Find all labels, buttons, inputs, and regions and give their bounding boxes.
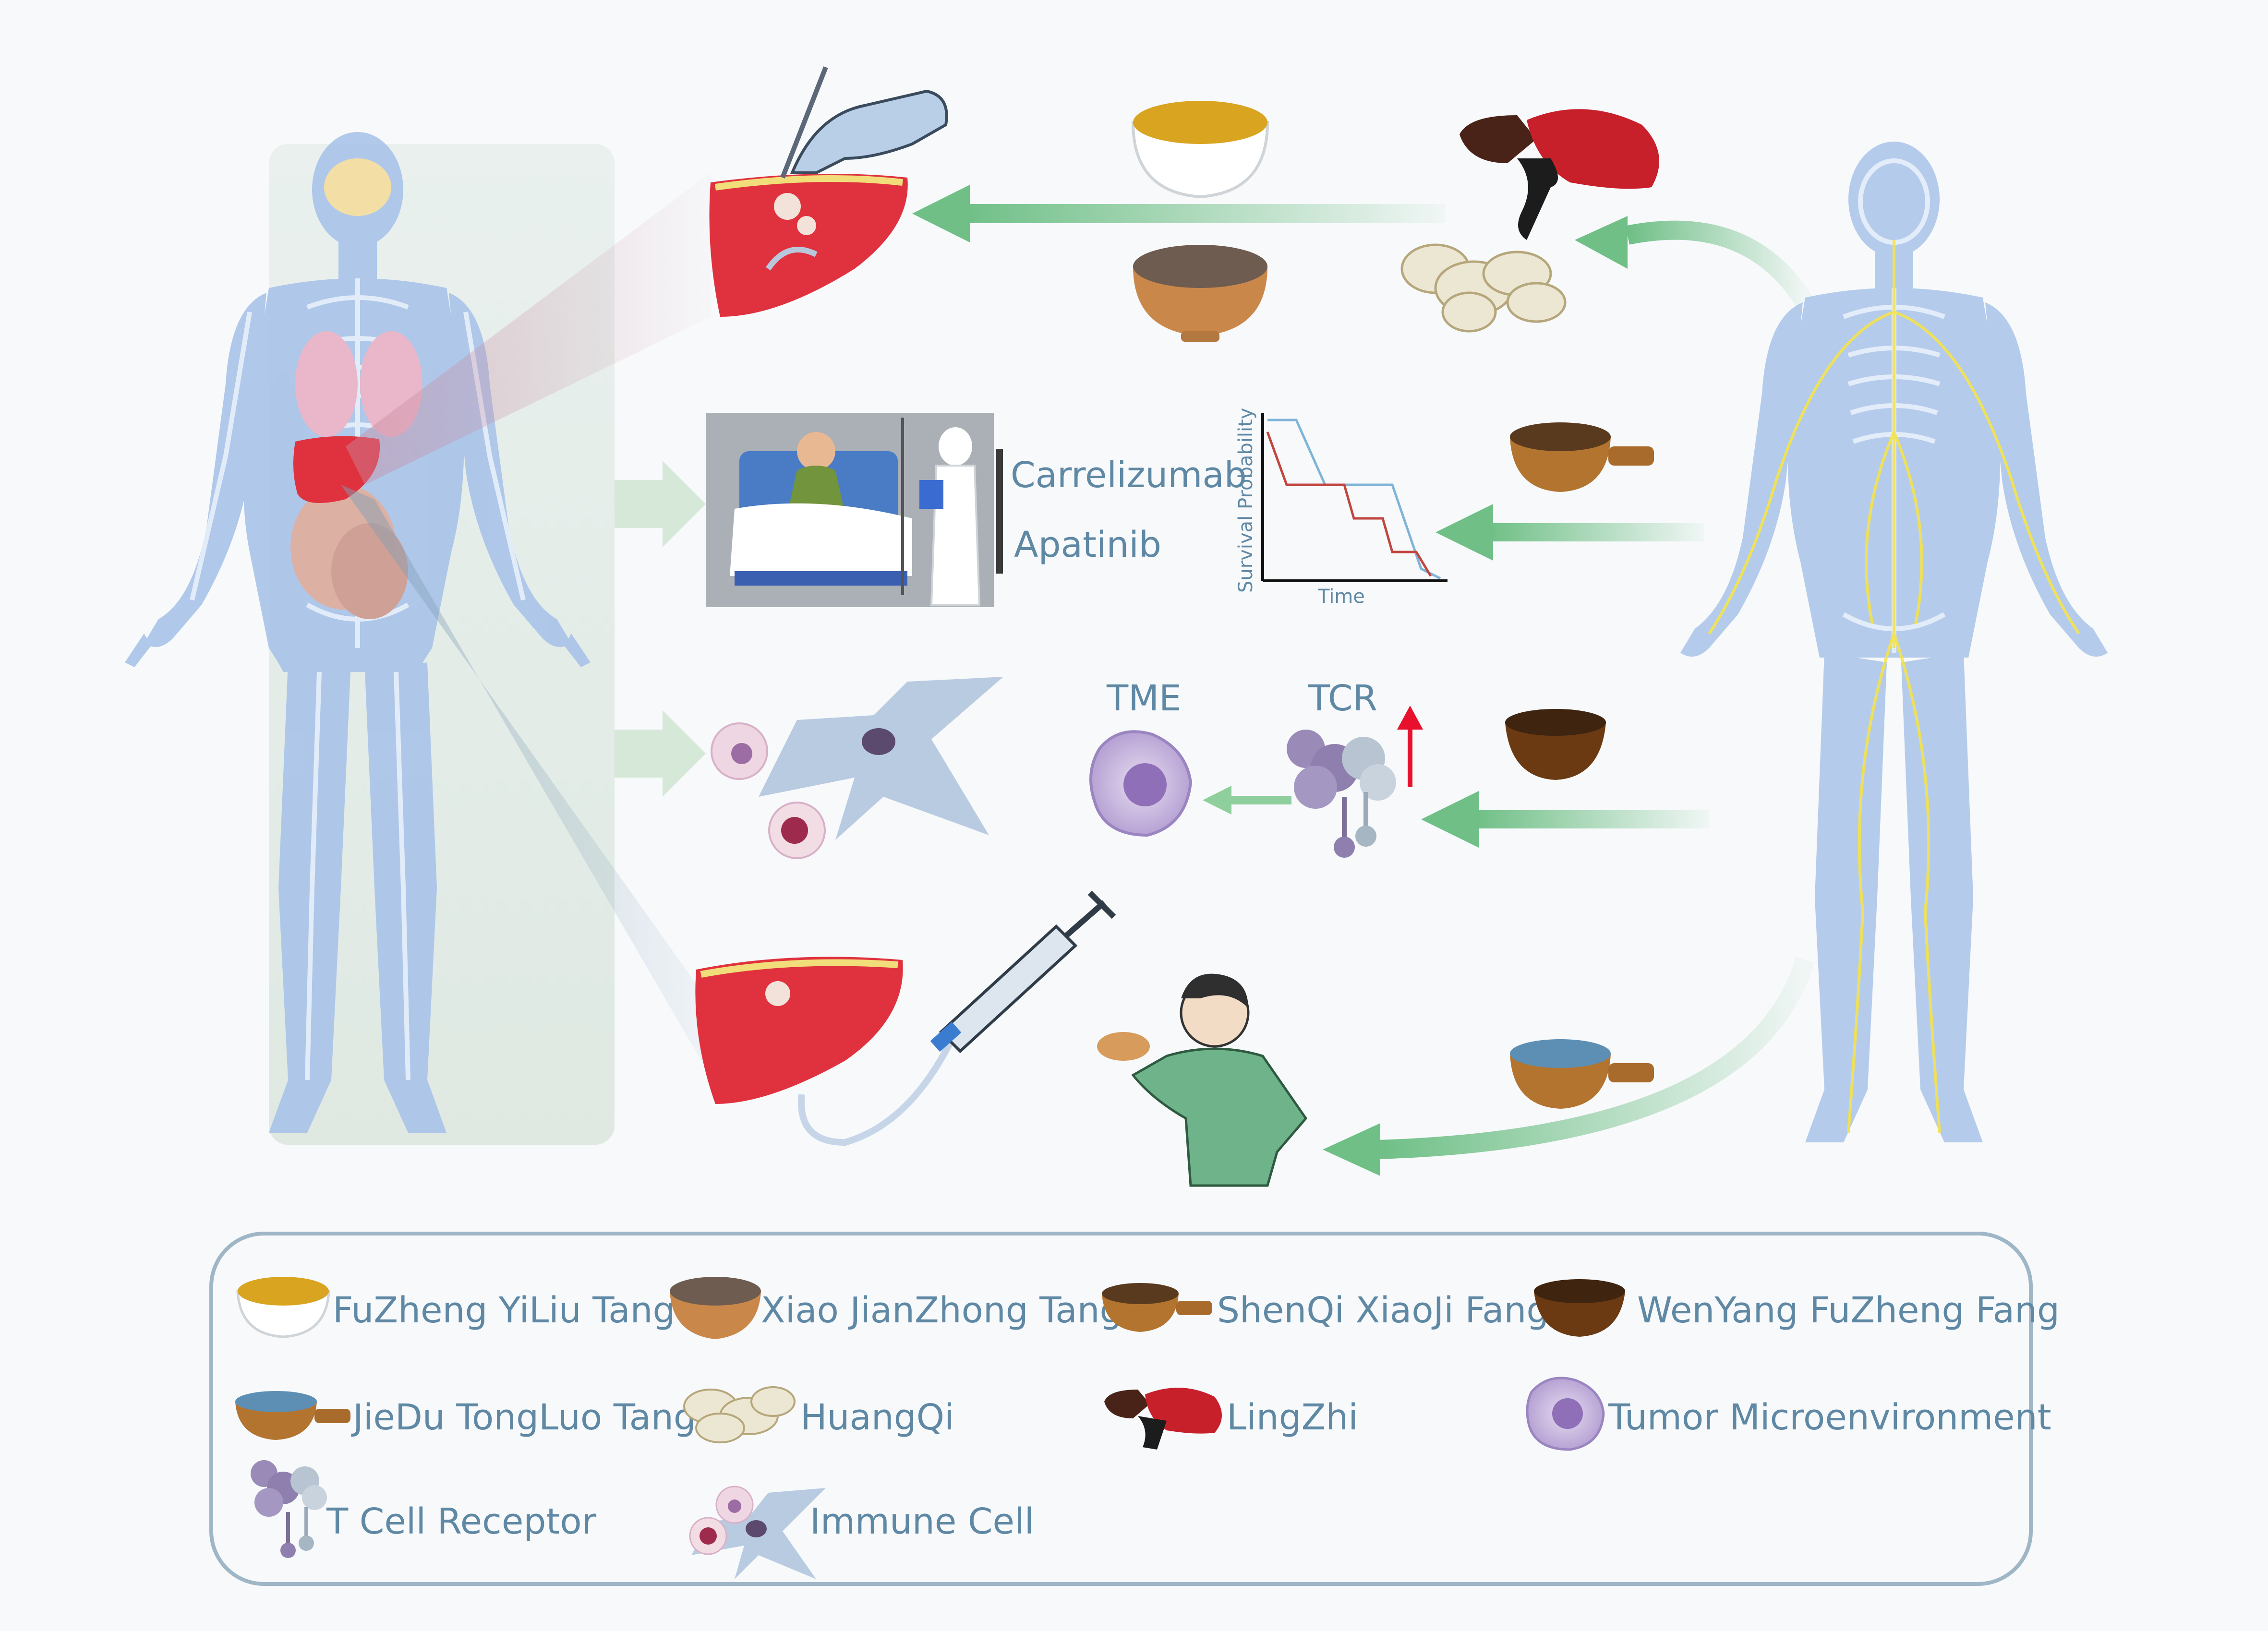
legend-tme-icon — [1526, 1377, 1605, 1451]
survival-curve-red — [1266, 432, 1432, 577]
legend-tcr-icon — [251, 1460, 327, 1558]
right-human-body — [1680, 142, 2108, 1142]
arrow-shaft-survival — [1488, 523, 1704, 541]
legend-jiedu-icon — [235, 1391, 350, 1440]
legend-jiedu-label: JieDu TongLuo Tang — [351, 1397, 696, 1438]
survival-xlabel: Time — [1317, 586, 1365, 608]
legend-tcr-label: T Cell Receptor — [326, 1501, 597, 1542]
legend-xiaojianzhong-label: Xiao JianZhong Tang — [761, 1290, 1122, 1331]
legend-box — [209, 1232, 2033, 1586]
treatment-bracket-bar — [996, 449, 1003, 574]
legend-lingzhi-label: LingZhi — [1227, 1397, 1358, 1438]
legend-xiaojianzhong-icon — [670, 1277, 761, 1339]
huangqi-icon — [1400, 243, 1567, 333]
arrow-shaft-immune — [1474, 810, 1709, 828]
legend-huangqi-icon — [683, 1386, 796, 1443]
legend-shenqi-label: ShenQi XiaoJi Fang — [1217, 1290, 1549, 1331]
immune-cells-icon — [711, 677, 1003, 859]
arrow-shaft-top — [960, 204, 1445, 223]
increase-arrow-icon — [1397, 706, 1423, 787]
arrow-head-tme — [1203, 786, 1231, 815]
wenyang-cup-icon — [1505, 709, 1606, 780]
lingzhi-icon — [1460, 109, 1659, 240]
legend-wenyang-icon — [1534, 1279, 1625, 1337]
survival-curve-blue — [1267, 419, 1441, 580]
arrow-head-curve-bottom — [1323, 1123, 1380, 1176]
jiedu-pan-icon — [1510, 1039, 1654, 1109]
tcr-icon — [1287, 730, 1396, 858]
arrow-head-immune — [1421, 791, 1479, 848]
tcr-label: TCR — [1308, 678, 1377, 719]
shenqi-pan-icon — [1510, 422, 1654, 492]
person-eating-icon — [1097, 973, 1308, 1187]
tme-cell-icon — [1089, 730, 1193, 837]
liver-injection-icon — [695, 890, 1116, 1146]
arrow-head-curve-top — [1575, 216, 1628, 269]
arrow-curve-bottom — [1377, 957, 1815, 1159]
drug-apatinib-label: Apatinib — [1014, 524, 1161, 565]
arrow-head-top — [912, 185, 970, 242]
arrow-shaft-tme — [1229, 796, 1291, 804]
drug-carrelizumab-label: Carrelizumab — [1011, 455, 1247, 496]
fuzheng-bowl-icon — [1131, 101, 1269, 199]
brain-icon — [324, 158, 391, 216]
beam-to-top-liver — [346, 173, 711, 485]
treatment-scene-image — [706, 413, 994, 607]
legend-shenqi-icon — [1102, 1283, 1212, 1332]
liver-surgery-icon — [709, 66, 948, 317]
legend-fuzheng-label: FuZheng YiLiu Tang — [333, 1290, 675, 1331]
tme-label: TME — [1106, 678, 1182, 719]
arrow-curve-top — [1626, 220, 1813, 308]
survival-ylabel: Survival Probability — [1235, 408, 1257, 593]
xiaojianzhong-bowl-icon — [1133, 245, 1267, 342]
legend-lingzhi-icon — [1104, 1388, 1222, 1450]
arrow-to-immune — [615, 710, 706, 797]
legend-fuzheng-icon — [236, 1277, 330, 1338]
legend-immune-icon — [689, 1486, 826, 1579]
arrow-to-treatment — [615, 461, 706, 547]
nervous-system-icon — [1708, 240, 2080, 1133]
legend-tme-label: Tumor Microenvironment — [1608, 1397, 2051, 1438]
legend-huangqi-label: HuangQi — [800, 1397, 954, 1438]
legend-immune-label: Immune Cell — [810, 1501, 1034, 1542]
legend-wenyang-label: WenYang FuZheng Fang — [1637, 1290, 2060, 1331]
survival-plot: Survival Probability Time — [1235, 408, 1448, 608]
arrow-head-survival — [1436, 504, 1493, 561]
